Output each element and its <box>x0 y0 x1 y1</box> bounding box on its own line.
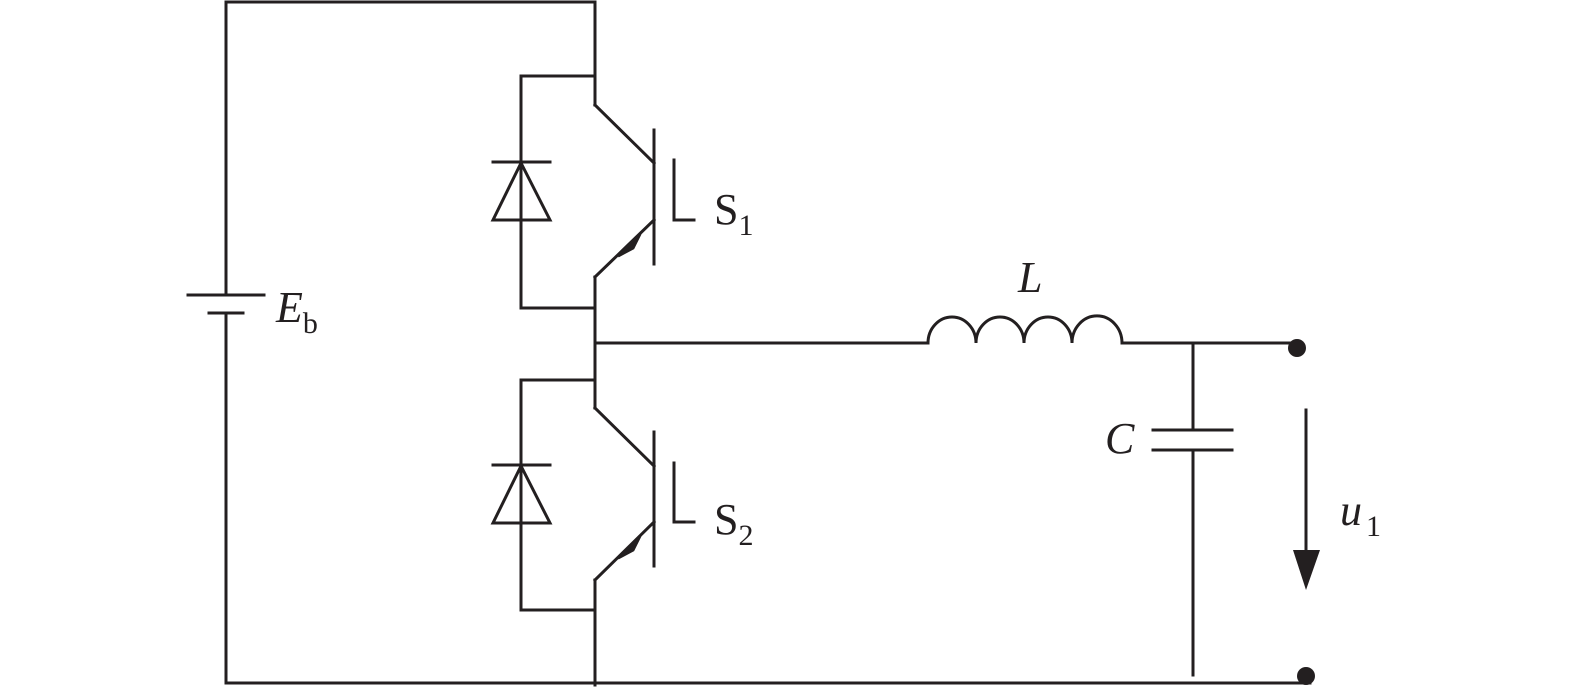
switch-s2 <box>592 378 696 687</box>
output-terminal-top <box>1288 339 1306 357</box>
label-c: C <box>1105 414 1135 463</box>
top-wire <box>224 0 597 297</box>
emitter-arrow-s2 <box>616 534 642 560</box>
diode-d2 <box>490 378 597 612</box>
bottom-wire <box>224 311 1312 685</box>
label-eb: Eb <box>275 283 318 340</box>
label-s1: S1 <box>714 185 753 242</box>
diode-d1 <box>490 74 597 310</box>
voltage-arrow-u1 <box>1293 408 1320 590</box>
battery-eb <box>186 293 266 315</box>
label-s2: S2 <box>714 495 753 552</box>
output-terminal-bottom <box>1297 667 1315 685</box>
label-l: L <box>1017 253 1042 302</box>
switch-s1 <box>592 102 696 310</box>
capacitor-c <box>1151 341 1234 677</box>
inductor-l <box>926 314 1124 345</box>
emitter-arrow-s1 <box>616 232 642 258</box>
